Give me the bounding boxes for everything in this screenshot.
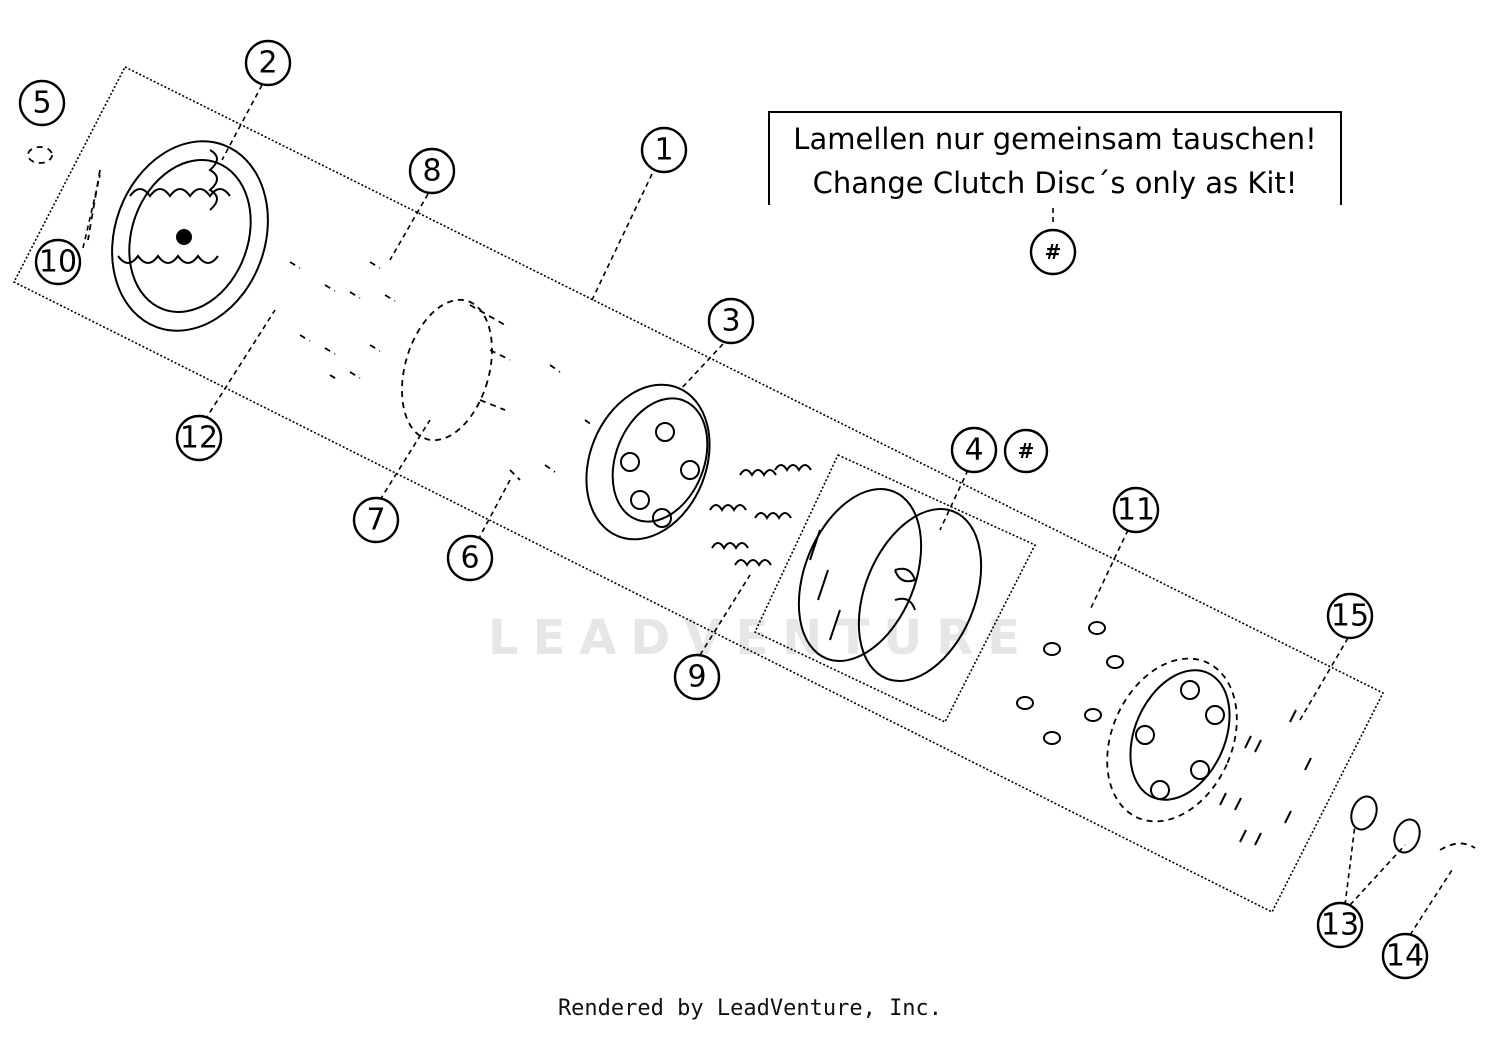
leader-lines — [82, 84, 1453, 936]
springs-9 — [709, 464, 812, 567]
callout-7: 7 — [352, 496, 400, 544]
pins-8-12 — [289, 261, 396, 381]
pressure-plate-3 — [585, 383, 711, 541]
svg-text:13: 13 — [1321, 908, 1359, 943]
callout-15: 15 — [1326, 592, 1374, 640]
svg-text:1: 1 — [654, 133, 673, 168]
kit-note-line-en: Change Clutch Disc´s only as Kit! — [812, 166, 1298, 200]
svg-text:#: # — [1045, 240, 1062, 264]
screws-15 — [1219, 709, 1312, 846]
svg-text:9: 9 — [687, 660, 706, 695]
svg-text:2: 2 — [258, 46, 277, 81]
clutch-disc-kit-4 — [797, 488, 983, 682]
svg-text:#: # — [1018, 439, 1035, 463]
bolt-10 — [87, 169, 101, 241]
callout-14: 14 — [1381, 932, 1429, 980]
callout-4-kit-marker: # — [1003, 428, 1049, 474]
callout-12: 12 — [175, 414, 223, 462]
assembly-frame — [12, 65, 1385, 914]
watermark: LEADVENTURE — [488, 610, 1034, 666]
callout-2: 2 — [244, 39, 292, 87]
callout-10: 10 — [34, 238, 82, 286]
callout-9: 9 — [673, 653, 721, 701]
inner-hub — [1106, 657, 1238, 823]
kit-note-line-de: Lamellen nur gemeinsam tauschen! — [793, 122, 1317, 156]
kit-note-box: Lamellen nur gemeinsam tauschen! Change … — [768, 111, 1342, 205]
svg-text:12: 12 — [180, 421, 218, 456]
clutch-basket-gear — [111, 140, 269, 332]
callout-4: 4 — [950, 426, 998, 474]
snap-ring-14 — [1439, 842, 1476, 851]
svg-text:6: 6 — [460, 541, 479, 576]
svg-text:15: 15 — [1331, 599, 1369, 634]
svg-text:5: 5 — [32, 86, 51, 121]
callout-13: 13 — [1316, 901, 1364, 949]
sleeve-7 — [401, 298, 511, 442]
svg-text:11: 11 — [1117, 493, 1155, 528]
svg-text:14: 14 — [1386, 939, 1424, 974]
svg-text:7: 7 — [366, 503, 385, 538]
svg-text:8: 8 — [422, 154, 441, 189]
svg-text:3: 3 — [721, 304, 740, 339]
callout-note-kit-marker: # — [1029, 228, 1077, 276]
callout-6: 6 — [446, 534, 494, 582]
disc-kit-frame — [753, 453, 1037, 724]
ring-5 — [27, 146, 53, 164]
washer-13b — [1393, 818, 1421, 854]
callout-5: 5 — [18, 79, 66, 127]
callout-8: 8 — [408, 147, 456, 195]
shaft-6 — [509, 364, 593, 481]
callout-1: 1 — [640, 126, 688, 174]
svg-text:10: 10 — [39, 245, 77, 280]
callout-11: 11 — [1112, 486, 1160, 534]
footer-credit: Rendered by LeadVenture, Inc. — [557, 996, 943, 1021]
callout-3: 3 — [707, 297, 755, 345]
svg-text:4: 4 — [964, 433, 983, 468]
washer-13a — [1350, 795, 1378, 831]
rollers-11 — [1016, 621, 1124, 745]
